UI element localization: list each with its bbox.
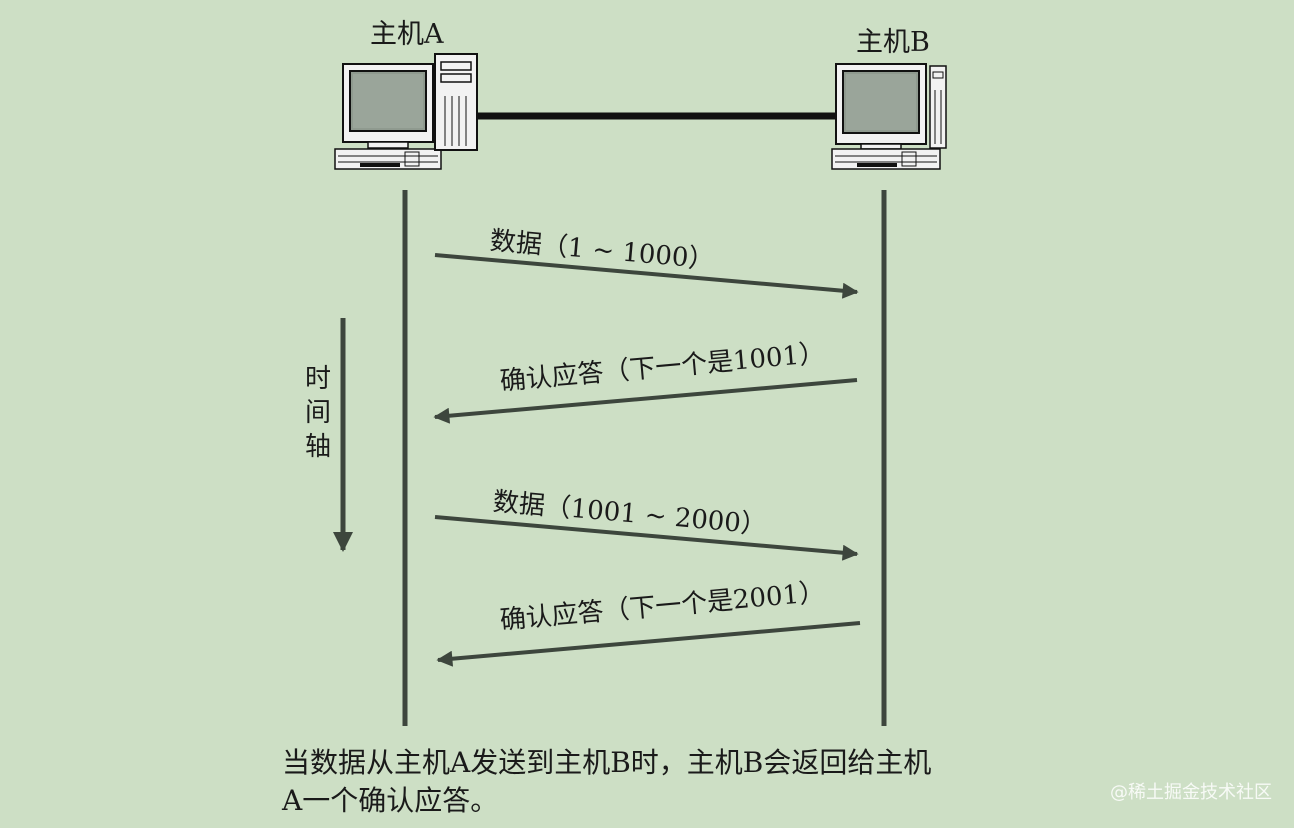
watermark: @稀土掘金技术社区 [1110,782,1272,803]
host-a-label: 主机A [370,19,444,50]
caption-line-1: 当数据从主机A发送到主机B时，主机B会返回给主机 [282,746,932,779]
caption-line-2: A一个确认应答。 [282,784,499,817]
message-arrow-4 [436,621,861,667]
message-arrow-1 [434,253,859,299]
time-axis-char: 时 [304,364,331,394]
host-b-label: 主机B [856,27,930,58]
host-a-computer-icon [334,53,478,170]
host-b-computer-icon [831,63,947,170]
message-arrow-3 [434,515,859,561]
time-axis-char: 轴 [304,432,331,462]
time-axis-char: 间 [304,398,331,428]
message-arrow-2 [433,378,858,424]
time-axis-label: 时 间 轴 [303,362,333,464]
diagram-caption: 当数据从主机A发送到主机B时，主机B会返回给主机 A一个确认应答。 [282,744,1002,820]
